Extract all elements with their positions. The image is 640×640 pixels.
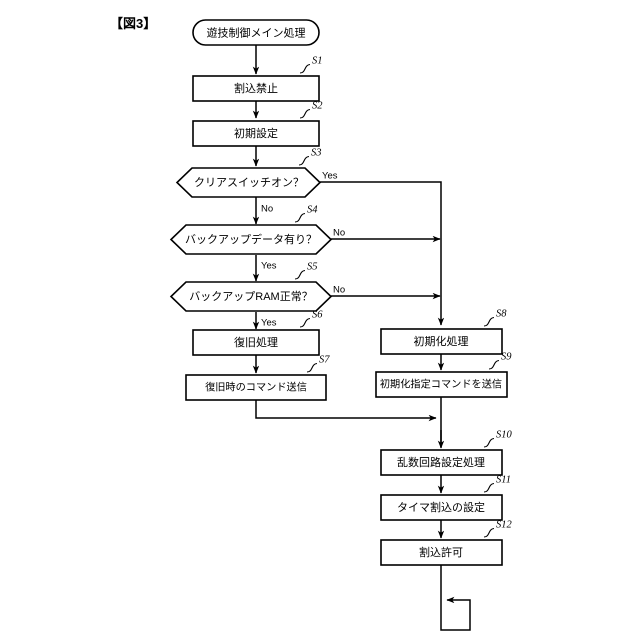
edge-s12-loopback [440, 565, 471, 631]
s10-leader-line [483, 437, 495, 448]
s10-label: 乱数回路設定処理 [397, 455, 485, 469]
s3-yes-label: Yes [322, 171, 338, 182]
s12-label: 割込許可 [419, 545, 463, 559]
edge-s3-yes-trunk [320, 181, 445, 326]
node-s7: 復旧時のコマンド送信 S7 [185, 354, 330, 401]
s8-leader-line [483, 316, 495, 327]
node-s6: 復旧処理 S6 [192, 309, 323, 356]
start-shape [192, 19, 320, 46]
s6-step: S6 [312, 309, 323, 320]
s9-step: S9 [501, 351, 512, 362]
s5-yes-label: Yes [261, 318, 277, 329]
s10-step: S10 [496, 429, 513, 440]
connector-layer [252, 45, 471, 631]
s5-no-label: No [333, 285, 345, 296]
s1-leader-line [299, 63, 311, 74]
node-s2: 初期設定 S2 [192, 100, 323, 147]
s11-label: タイマ割込の設定 [397, 500, 485, 514]
node-s5: バックアップRAM正常？ S5 No Yes [169, 261, 345, 329]
s3-leader-line [298, 155, 310, 166]
s3-label: クリアスイッチオン？ [194, 176, 304, 189]
s6-leader-line [299, 317, 311, 328]
s10-shape [380, 449, 503, 476]
s12-step: S12 [496, 519, 513, 530]
s6-label: 復旧処理 [234, 336, 278, 349]
s4-no-label: No [333, 228, 345, 239]
s4-yes-label: Yes [261, 261, 277, 272]
s4-leader-line [294, 212, 306, 223]
s3-step: S3 [311, 147, 322, 158]
s11-shape [380, 494, 503, 521]
figure-title: 【図3】 [110, 16, 157, 31]
s7-leader-line [306, 362, 318, 373]
node-s4: バックアップデータ有り？ S4 No Yes [169, 204, 345, 272]
s6-shape [192, 329, 320, 356]
s5-shape [169, 281, 333, 312]
s7-shape [185, 374, 327, 401]
node-s9: 初期化指定コマンドを送信 S9 [375, 351, 512, 398]
s7-step: S7 [319, 354, 330, 365]
s9-label: 初期化指定コマンドを送信 [380, 378, 502, 391]
node-s10: 乱数回路設定処理 S10 [380, 429, 513, 476]
s5-step: S5 [307, 261, 318, 272]
node-s11: タイマ割込の設定 S11 [380, 474, 511, 521]
s8-step: S8 [496, 308, 507, 319]
s2-shape [192, 120, 320, 147]
s12-leader-line [483, 527, 495, 538]
s3-shape [175, 167, 322, 198]
s7-label: 復旧時のコマンド送信 [205, 381, 307, 394]
s11-leader-line [483, 482, 495, 493]
node-s3: クリアスイッチオン？ S3 Yes No [175, 147, 338, 215]
s2-label: 初期設定 [234, 126, 278, 140]
s8-shape [380, 328, 503, 355]
node-s8: 初期化処理 S8 [380, 308, 507, 355]
s1-label: 割込禁止 [234, 81, 278, 95]
node-s12: 割込許可 S12 [380, 519, 513, 566]
node-s1: 割込禁止 S1 [192, 55, 323, 102]
s9-shape [375, 371, 508, 398]
s12-shape [380, 539, 503, 566]
s5-label: バックアップRAM正常？ [189, 290, 312, 303]
s2-leader-line [299, 108, 311, 119]
edge-s7-trunk [255, 400, 437, 422]
node-start: 遊技制御メイン処理 [192, 19, 320, 46]
s8-label: 初期化処理 [414, 334, 469, 348]
s4-shape [169, 224, 333, 255]
s5-leader-line [294, 269, 306, 280]
s4-label: バックアップデータ有り？ [185, 232, 317, 246]
s3-no-label: No [261, 204, 273, 215]
start-label: 遊技制御メイン処理 [207, 25, 306, 39]
s2-step: S2 [312, 100, 323, 111]
s4-step: S4 [307, 204, 318, 215]
s9-leader-line [488, 359, 500, 370]
s11-step: S11 [496, 474, 511, 485]
s1-shape [192, 75, 320, 102]
s1-step: S1 [312, 55, 323, 66]
